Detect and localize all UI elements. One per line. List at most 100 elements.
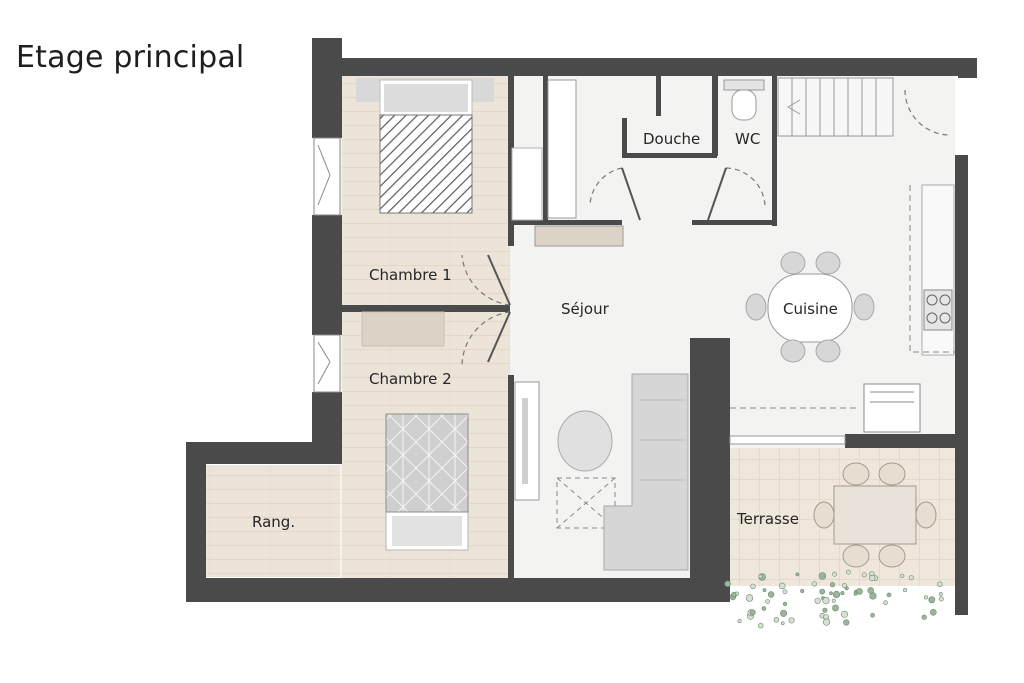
plant-dot <box>840 610 848 618</box>
chambre2-furniture <box>361 311 469 551</box>
plant-dot <box>831 598 836 603</box>
plant-dot <box>846 569 851 575</box>
windows <box>313 137 341 393</box>
garden-planting <box>724 569 944 629</box>
coffee-table <box>557 410 613 472</box>
label-chambre1: Chambre 1 <box>369 266 452 284</box>
plant-dot <box>731 591 737 598</box>
wall-rangement-top <box>186 442 342 464</box>
terrace-chair <box>813 501 835 529</box>
toilet-tank <box>723 79 765 91</box>
plant-dot <box>829 591 833 596</box>
plant-dot <box>765 599 770 604</box>
plant-dot <box>749 609 756 616</box>
chambre1-furniture <box>356 78 543 221</box>
plant-dot <box>762 588 767 593</box>
plant-dot <box>811 581 817 587</box>
plant-dot <box>929 608 937 616</box>
door-wc <box>725 167 766 206</box>
sejour-furniture <box>514 373 689 571</box>
plant-dot <box>814 597 821 604</box>
wall-left-low <box>312 392 342 442</box>
plant-dot <box>832 590 841 599</box>
wall-douche-box-left <box>622 118 627 158</box>
wall-left-mid <box>312 215 342 335</box>
plant-dot <box>750 583 756 590</box>
terrace-chair <box>878 462 906 486</box>
label-douche: Douche <box>643 130 700 148</box>
floor-rangement <box>206 465 340 577</box>
label-cuisine: Cuisine <box>783 300 838 318</box>
kitchen-unit <box>863 383 921 433</box>
wardrobe-1 <box>511 147 543 221</box>
plant-dot <box>822 596 830 605</box>
plant-dot <box>853 591 858 596</box>
stairs <box>777 77 894 137</box>
door-leaves <box>487 167 727 363</box>
label-rangement: Rang. <box>252 513 295 531</box>
wall-douche-box-bottom <box>622 153 717 158</box>
plant-dot <box>937 581 943 587</box>
duvet-2 <box>385 413 469 513</box>
plant-dot <box>758 622 764 629</box>
plant-dot <box>737 619 742 624</box>
wall-bottom <box>186 578 722 602</box>
plant-dot <box>822 607 828 613</box>
plant-dot <box>761 606 767 611</box>
plant-dot <box>921 614 927 620</box>
terrace-table <box>833 485 917 545</box>
plant-dot <box>928 596 936 604</box>
tv-unit-inner <box>522 398 528 484</box>
plant-dot <box>745 594 754 602</box>
plant-dot <box>800 588 805 593</box>
wall-terrace-top <box>845 434 955 448</box>
plant-dot <box>795 572 800 577</box>
plant-dot <box>818 572 827 580</box>
plant-dot <box>780 621 785 626</box>
plant-dot <box>832 571 837 577</box>
stair-outline <box>777 77 894 137</box>
wall-wc-right <box>772 76 777 226</box>
plant-dot <box>843 619 850 626</box>
plant-dot <box>868 574 876 582</box>
plant-dot <box>900 573 905 579</box>
terrace-furniture <box>813 462 937 568</box>
plant-dot <box>773 617 780 623</box>
terrace-chair <box>842 462 870 486</box>
plant-dot <box>782 589 788 595</box>
bath-counter <box>547 79 577 219</box>
wall-bedroom-right-low <box>508 375 514 582</box>
wall-bedrooms-sep <box>342 305 510 312</box>
wall-bath-left <box>543 76 548 221</box>
chair <box>815 339 841 363</box>
pillow-1 <box>384 84 468 112</box>
chair <box>853 293 875 321</box>
plant-dot <box>767 591 775 598</box>
pillow-2 <box>392 516 462 546</box>
chair <box>745 293 767 321</box>
wall-bottom-right <box>690 338 730 602</box>
plant-dot <box>861 572 867 578</box>
wall-right <box>955 155 968 615</box>
wall-right-top <box>958 58 977 78</box>
door-douche <box>589 167 623 206</box>
plant-dot <box>902 588 907 593</box>
wall-left-top <box>312 38 342 138</box>
plant-dot <box>908 575 914 581</box>
wall-douche-stub <box>656 76 661 116</box>
plant-dot <box>856 588 863 595</box>
doors <box>461 89 951 366</box>
door-chambre1 <box>461 254 511 306</box>
wall-rangement-left <box>186 442 206 602</box>
plant-dot <box>886 592 892 598</box>
door-chambre2 <box>461 311 511 366</box>
plant-dot <box>840 591 845 596</box>
sofa <box>603 373 689 571</box>
plant-dot <box>778 582 786 590</box>
plant-dot <box>758 574 763 579</box>
label-sejour: Séjour <box>561 300 610 318</box>
wall-bedroom-right-top <box>508 76 514 246</box>
plant-dot <box>819 588 826 595</box>
plan-title: Etage principal <box>16 40 245 75</box>
sliding-door <box>729 435 846 445</box>
